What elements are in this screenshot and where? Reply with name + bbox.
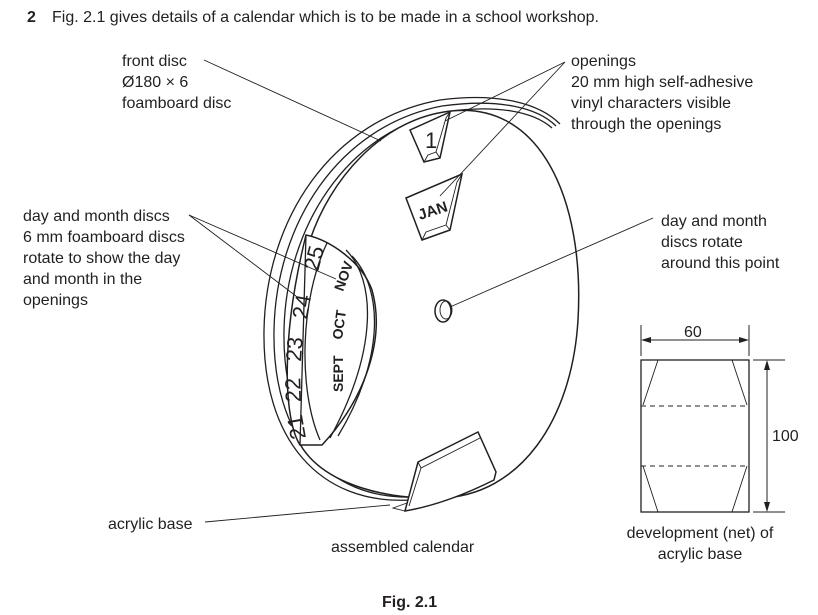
label-line: 20 mm high self-adhesive: [571, 74, 754, 91]
net-height-dimension: 100: [772, 428, 799, 445]
acrylic-base-label: acrylic base: [108, 516, 193, 533]
figure-caption: Fig. 2.1: [382, 594, 438, 611]
label-line: vinyl characters visible: [571, 95, 732, 112]
day-number: 21: [282, 413, 311, 441]
net-width-dimension: 60: [684, 324, 702, 341]
day-month-discs-label: day and month discs 6 mm foamboard discs…: [23, 206, 185, 311]
base-net: 60 100: [640, 324, 799, 513]
front-disc-label: front disc Ø180 × 6 foamboard disc: [122, 51, 231, 114]
label-line: development (net) of: [626, 525, 774, 542]
day-window-value: 1: [425, 128, 437, 153]
label-line: around this point: [661, 255, 780, 272]
month-name: SEPT: [330, 355, 346, 392]
day-number: 23: [281, 336, 308, 362]
label-line: and month in the: [23, 271, 143, 288]
day-number: 24: [287, 292, 316, 320]
assembled-calendar-caption: assembled calendar: [331, 539, 475, 556]
acrylic-base-drawing: [391, 430, 497, 512]
front-disc: [288, 109, 580, 499]
label-line: 6 mm foamboard discs: [23, 229, 185, 246]
pivot-label: day and month discs rotate around this p…: [661, 211, 779, 274]
day-opening: 1: [409, 110, 452, 163]
label-line: discs rotate: [661, 234, 743, 251]
label-line: openings: [23, 292, 88, 309]
net-caption: development (net) of acrylic base: [619, 523, 781, 565]
label-line: day and month: [661, 213, 767, 230]
openings-label: openings 20 mm high self-adhesive vinyl …: [571, 51, 753, 135]
month-name: OCT: [329, 308, 349, 340]
question-number: 2: [27, 9, 36, 26]
label-line: front disc: [122, 53, 187, 70]
label-line: foamboard disc: [122, 95, 232, 112]
question-text: Fig. 2.1 gives details of a calendar whi…: [52, 9, 599, 26]
label-line: openings: [571, 53, 636, 70]
month-opening: JAN: [405, 172, 464, 241]
label-line: acrylic base: [657, 546, 743, 563]
leader-lines: [188, 59, 654, 523]
label-line: through the openings: [571, 116, 722, 133]
pivot-point: [434, 299, 453, 323]
label-line: rotate to show the day: [23, 250, 181, 267]
label-line: day and month discs: [23, 208, 170, 225]
day-number: 22: [280, 377, 306, 402]
cutaway-region: [286, 234, 377, 446]
label-line: Ø180 × 6: [122, 74, 189, 91]
